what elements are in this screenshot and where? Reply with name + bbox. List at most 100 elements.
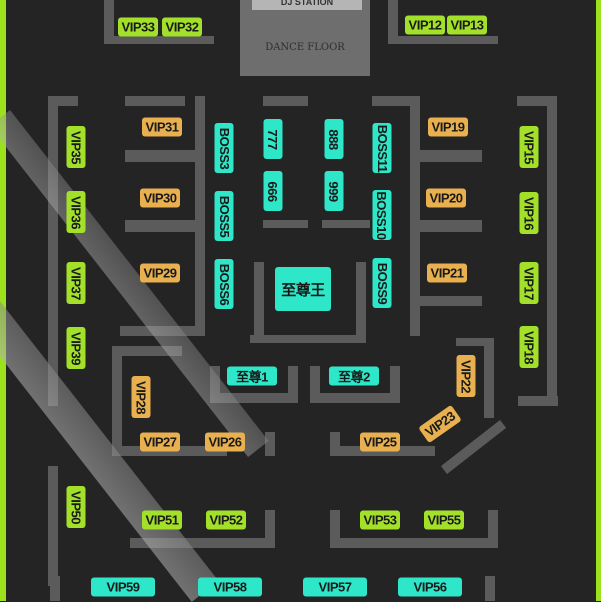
seat-boss9[interactable]: BOSS9	[372, 258, 392, 308]
seat-label: VIP28	[133, 380, 149, 414]
wall	[356, 262, 366, 337]
wall	[330, 432, 340, 456]
wall	[104, 0, 114, 42]
seat-888[interactable]: 888	[324, 119, 344, 159]
wall	[288, 366, 298, 396]
seat-vip37[interactable]: VIP37	[66, 262, 86, 304]
seat-vip27[interactable]: VIP27	[140, 432, 180, 452]
seat-vip56[interactable]: VIP56	[398, 577, 462, 597]
wall	[547, 96, 557, 406]
wall	[250, 335, 366, 343]
seat-label: BOSS5	[216, 195, 232, 237]
seat-vip15[interactable]: VIP15	[519, 126, 539, 168]
seat-label: BOSS6	[216, 263, 232, 305]
wall	[517, 96, 557, 106]
seat-supreme-king[interactable]: 至尊王	[275, 267, 331, 311]
seat-vip58[interactable]: VIP58	[198, 577, 262, 597]
seat-supreme-2[interactable]: 至尊2	[329, 366, 379, 386]
seat-label: VIP35	[68, 130, 84, 164]
seat-boss5[interactable]: BOSS5	[214, 191, 234, 241]
wall	[484, 338, 494, 418]
wall	[48, 96, 78, 106]
seat-vip12[interactable]: VIP12	[405, 15, 445, 35]
seat-vip51[interactable]: VIP51	[142, 510, 182, 530]
seat-label: BOSS9	[374, 262, 390, 304]
wall	[48, 466, 58, 586]
seat-label: BOSS11	[374, 124, 390, 172]
seat-vip53[interactable]: VIP53	[360, 510, 400, 530]
wall	[210, 393, 298, 403]
seat-vip57[interactable]: VIP57	[303, 577, 367, 597]
seat-label: BOSS3	[216, 127, 232, 169]
seat-vip23[interactable]: VIP23	[418, 404, 462, 444]
wall	[388, 36, 498, 44]
wall	[410, 220, 482, 232]
seat-vip30[interactable]: VIP30	[140, 188, 180, 208]
right-border	[596, 0, 601, 601]
seat-vip31[interactable]: VIP31	[142, 117, 182, 137]
seat-label: VIP37	[68, 266, 84, 300]
seat-vip22[interactable]: VIP22	[456, 355, 476, 397]
seat-label: VIP18	[521, 330, 537, 364]
seat-label: VIP16	[521, 196, 537, 230]
seat-boss11[interactable]: BOSS11	[372, 123, 392, 173]
wall	[388, 0, 398, 42]
wall	[410, 296, 482, 306]
seat-label: VIP22	[458, 359, 474, 393]
seat-label: VIP39	[68, 331, 84, 365]
wall	[488, 510, 498, 548]
seat-vip21[interactable]: VIP21	[427, 263, 467, 283]
seat-vip28[interactable]: VIP28	[131, 376, 151, 418]
seat-supreme-1[interactable]: 至尊1	[227, 366, 277, 386]
dance-floor-label: DANCE FLOOR	[265, 42, 345, 53]
wall	[518, 396, 558, 406]
wall	[372, 96, 412, 106]
seat-vip29[interactable]: VIP29	[140, 263, 180, 283]
wall	[390, 366, 400, 396]
wall	[485, 576, 495, 601]
seat-label: 888	[326, 128, 342, 150]
seat-vip13[interactable]: VIP13	[447, 15, 487, 35]
wall	[120, 326, 205, 336]
seat-vip59[interactable]: VIP59	[91, 577, 155, 597]
seat-vip26[interactable]: VIP26	[205, 432, 245, 452]
wall	[112, 346, 122, 456]
seat-vip55[interactable]: VIP55	[424, 510, 464, 530]
seat-label: VIP36	[68, 195, 84, 229]
dj-station: DJ STATION	[252, 0, 362, 10]
wall	[112, 346, 182, 356]
wall	[265, 432, 275, 456]
light-beam	[0, 250, 219, 602]
wall	[263, 96, 308, 106]
seat-777[interactable]: 777	[263, 119, 283, 159]
seat-vip25[interactable]: VIP25	[360, 432, 400, 452]
left-border	[0, 0, 6, 601]
seat-666[interactable]: 666	[263, 171, 283, 211]
seat-vip33[interactable]: VIP33	[118, 17, 158, 37]
seat-vip20[interactable]: VIP20	[426, 188, 466, 208]
seat-vip39[interactable]: VIP39	[66, 327, 86, 369]
wall	[195, 96, 205, 336]
seat-vip52[interactable]: VIP52	[206, 510, 246, 530]
seat-label: 666	[265, 180, 281, 202]
seat-vip35[interactable]: VIP35	[66, 126, 86, 168]
seat-label: VIP50	[68, 490, 84, 524]
seat-vip19[interactable]: VIP19	[428, 117, 468, 137]
wall	[48, 96, 58, 406]
seat-boss6[interactable]: BOSS6	[214, 259, 234, 309]
seat-boss10[interactable]: BOSS10	[372, 190, 392, 240]
seat-vip17[interactable]: VIP17	[519, 262, 539, 304]
seat-vip50[interactable]: VIP50	[66, 486, 86, 528]
wall	[125, 96, 185, 106]
seat-vip16[interactable]: VIP16	[519, 192, 539, 234]
wall	[322, 220, 370, 228]
wall	[410, 150, 482, 162]
seat-vip36[interactable]: VIP36	[66, 191, 86, 233]
seat-999[interactable]: 999	[324, 171, 344, 211]
seat-vip32[interactable]: VIP32	[162, 17, 202, 37]
seat-vip18[interactable]: VIP18	[519, 326, 539, 368]
seat-boss3[interactable]: BOSS3	[214, 123, 234, 173]
wall	[254, 262, 264, 337]
seat-label: 777	[265, 128, 281, 150]
wall	[50, 576, 60, 601]
